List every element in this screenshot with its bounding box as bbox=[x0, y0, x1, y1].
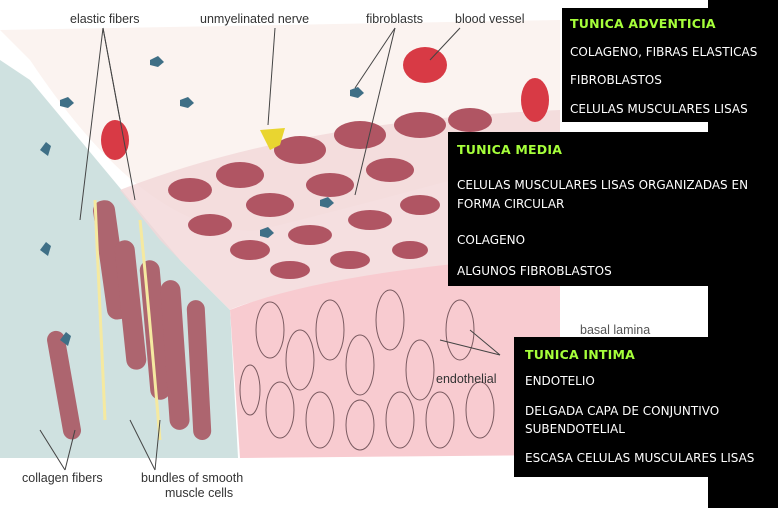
fibroblasts-label: fibroblasts bbox=[366, 12, 423, 26]
basal-lamina-label: basal lamina bbox=[580, 323, 650, 337]
intima-box: TUNICA INTIMA ENDOTELIO DELGADA CAPA DE … bbox=[514, 337, 778, 477]
media-item: ALGUNOS FIBROBLASTOS bbox=[457, 263, 612, 279]
adventicia-box: TUNICA ADVENTICIA COLAGENO, FIBRAS ELAST… bbox=[562, 8, 778, 122]
intima-item-line: DELGADA CAPA DE CONJUNTIVO bbox=[525, 403, 719, 419]
elastic-fibers-label: elastic fibers bbox=[70, 12, 139, 26]
media-item-line: FORMA CIRCULAR bbox=[457, 196, 564, 212]
adventicia-item: COLAGENO, FIBRAS ELASTICAS bbox=[570, 44, 757, 60]
media-box: TUNICA MEDIA CELULAS MUSCULARES LISAS OR… bbox=[448, 132, 778, 286]
adventicia-item: CELULAS MUSCULARES LISAS bbox=[570, 101, 748, 117]
media-item-line: CELULAS MUSCULARES LISAS ORGANIZADAS EN bbox=[457, 177, 748, 193]
bundles-label-line2: muscle cells bbox=[165, 486, 233, 500]
unmyelinated-nerve-label: unmyelinated nerve bbox=[200, 12, 309, 26]
blood-vessel-label: blood vessel bbox=[455, 12, 525, 26]
intima-item: ENDOTELIO bbox=[525, 373, 595, 389]
bundles-label-line1: bundles of smooth bbox=[141, 471, 243, 485]
adventicia-item: FIBROBLASTOS bbox=[570, 72, 662, 88]
adventicia-title: TUNICA ADVENTICIA bbox=[570, 16, 716, 31]
intima-item-line: SUBENDOTELIAL bbox=[525, 421, 625, 437]
intima-title: TUNICA INTIMA bbox=[525, 347, 635, 362]
media-item: COLAGENO bbox=[457, 232, 525, 248]
intima-item: ESCASA CELULAS MUSCULARES LISAS bbox=[525, 450, 754, 466]
media-title: TUNICA MEDIA bbox=[457, 142, 562, 157]
collagen-fibers-label: collagen fibers bbox=[22, 471, 103, 485]
endothelial-label: endothelial bbox=[436, 372, 496, 386]
